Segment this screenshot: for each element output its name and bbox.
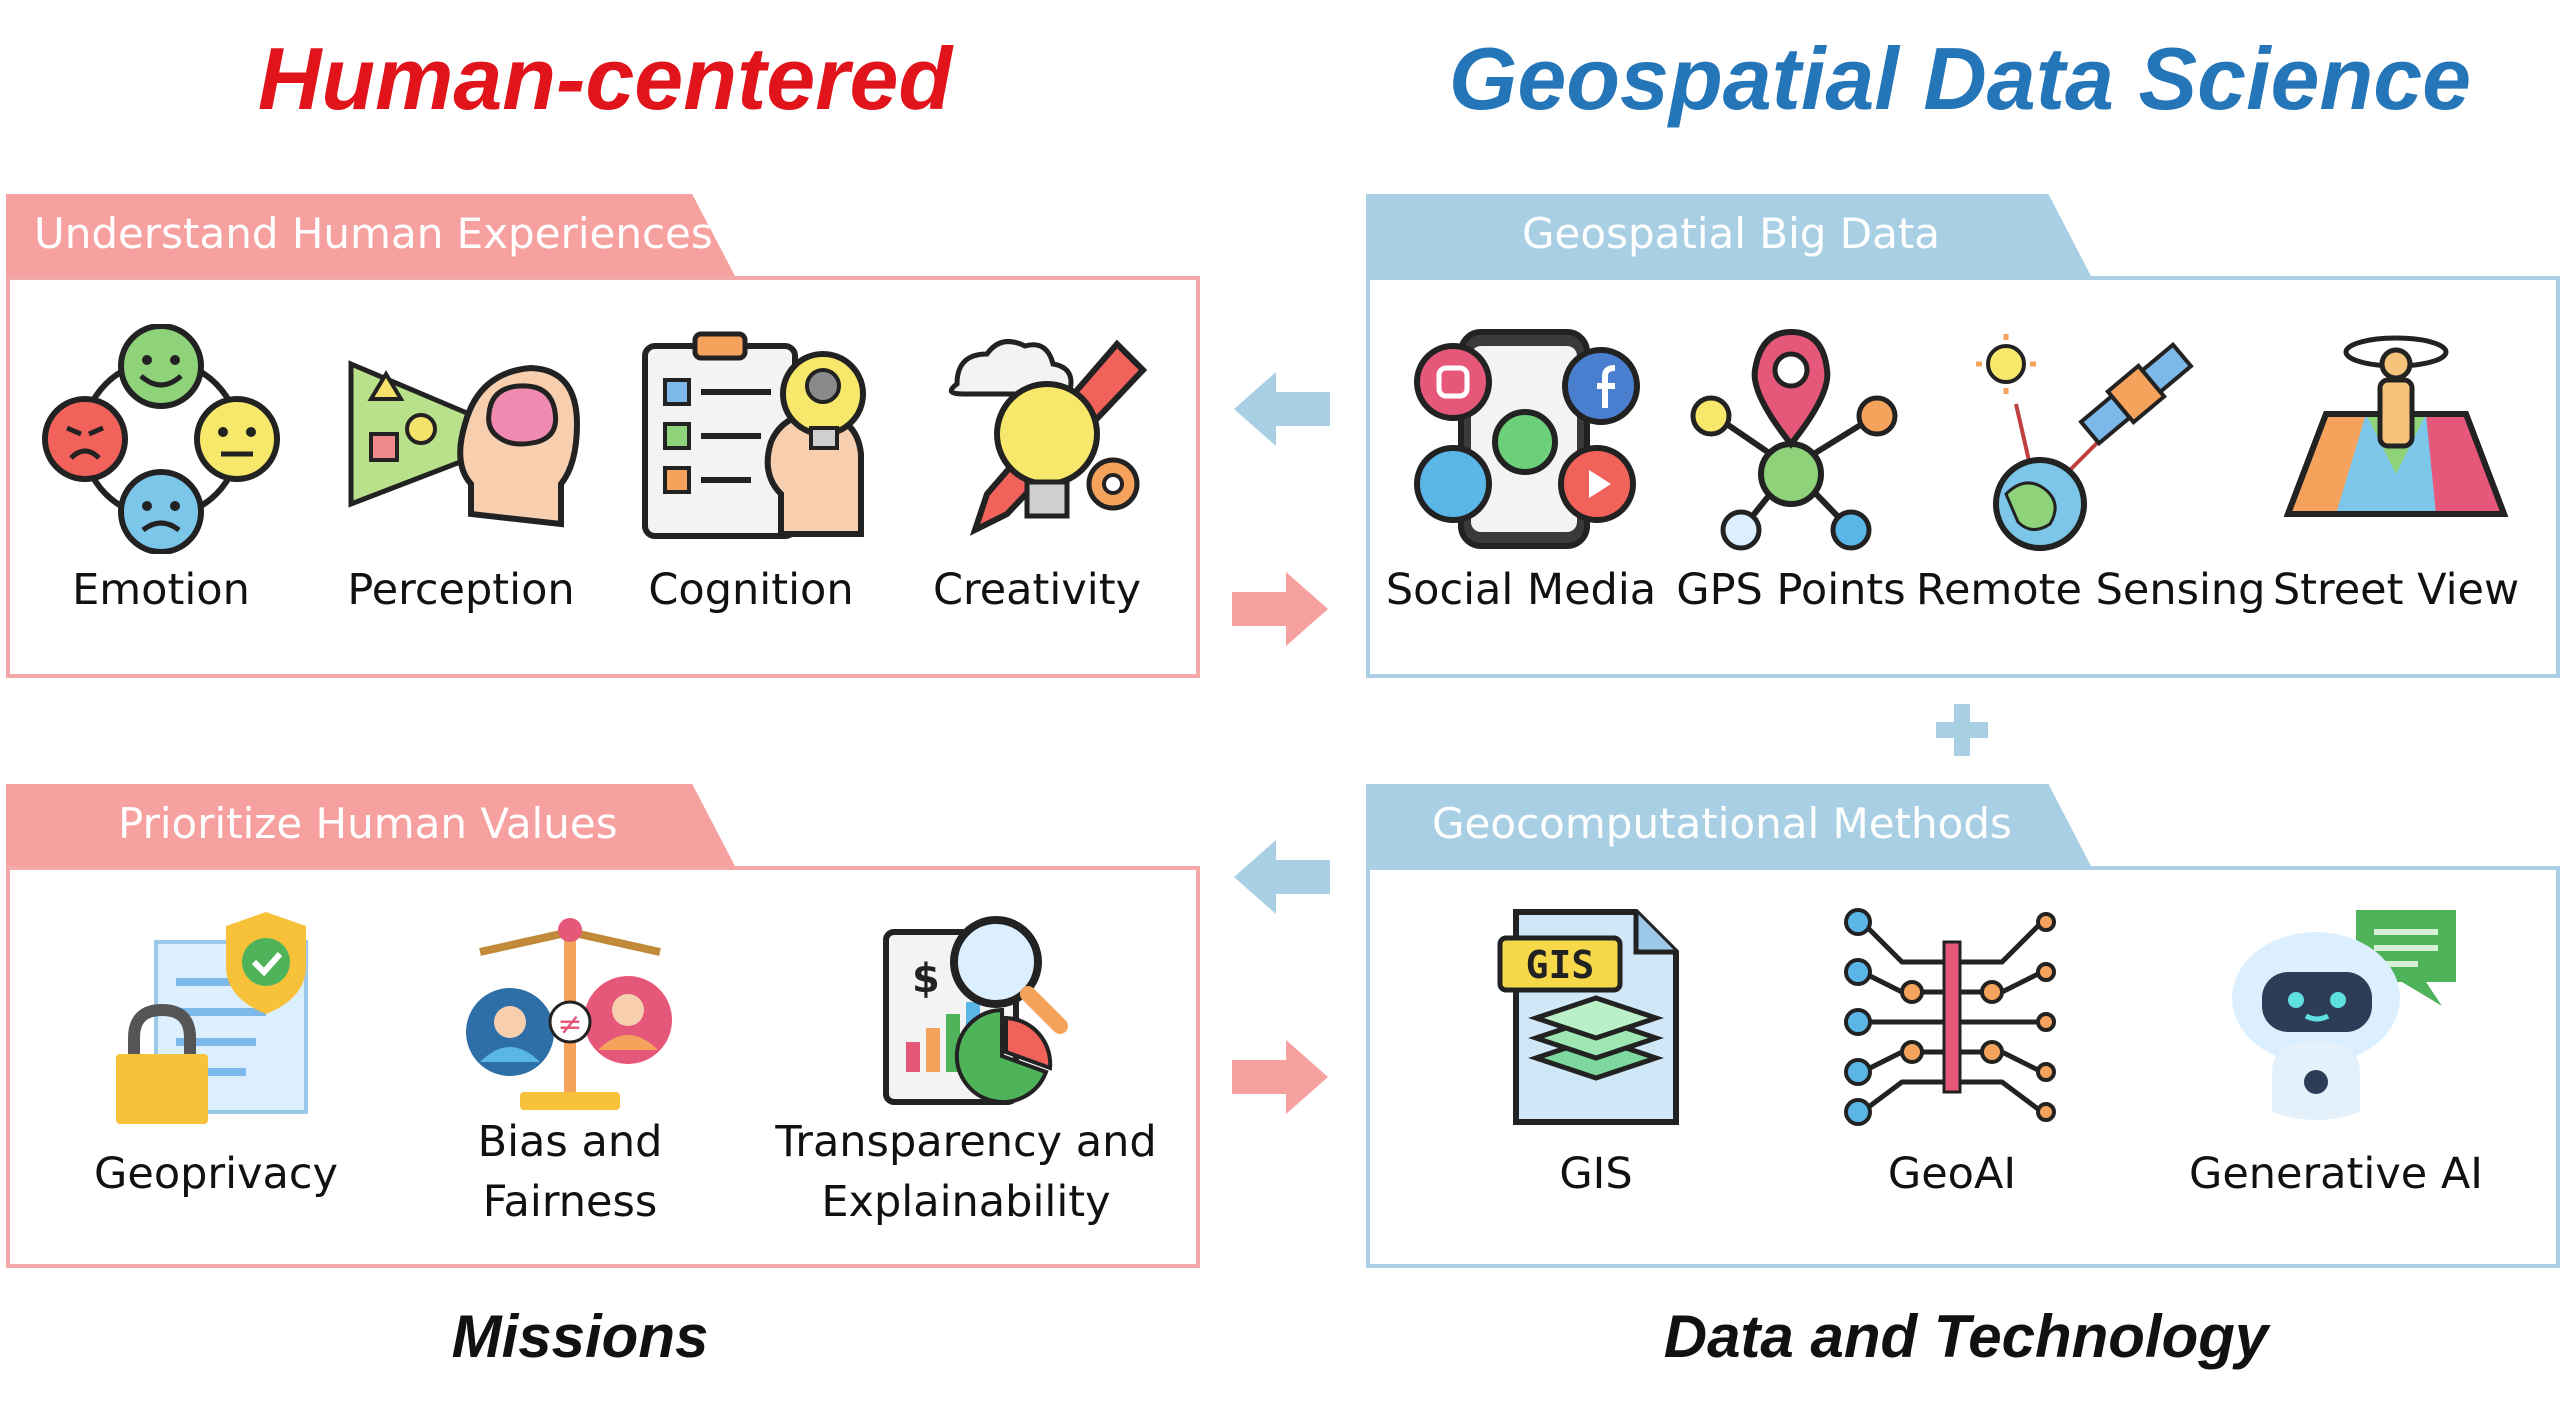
item-creativity: Creativity bbox=[892, 324, 1182, 620]
label-geoprivacy: Geoprivacy bbox=[94, 1149, 338, 1199]
tab-geocomputational-methods: Geocomputational Methods bbox=[1366, 784, 2092, 868]
gps-pin-icon bbox=[1690, 328, 1898, 551]
arrow-right-pink-bottom bbox=[1232, 1040, 1328, 1114]
item-geoai: GeoAI bbox=[1802, 902, 2102, 1204]
street-view-map-icon bbox=[2283, 335, 2509, 517]
tab-understand-human-experiences: Understand Human Experiences bbox=[6, 194, 736, 278]
label-bias-and: Bias and bbox=[477, 1117, 663, 1167]
arrow-left-blue-top bbox=[1234, 372, 1330, 446]
svg-text:$: $ bbox=[912, 956, 940, 1002]
label-cognition: Cognition bbox=[648, 565, 854, 615]
tab-geospatial-big-data: Geospatial Big Data bbox=[1366, 194, 2092, 278]
privacy-lock-shield-icon bbox=[116, 912, 308, 1124]
label-generative-ai: Generative AI bbox=[2189, 1149, 2483, 1199]
label-emotion: Emotion bbox=[72, 565, 250, 615]
label-perception: Perception bbox=[347, 565, 575, 615]
chat-robot-icon bbox=[2232, 910, 2456, 1120]
item-emotion: Emotion bbox=[26, 324, 296, 620]
item-street-view: Street View bbox=[2246, 324, 2546, 620]
svg-text:≠: ≠ bbox=[557, 1007, 582, 1042]
panel-human-experiences: Understand Human Experiences Emotion bbox=[6, 194, 1200, 678]
title-human-centered: Human-centered bbox=[257, 29, 953, 128]
gis-badge: GIS bbox=[1526, 943, 1595, 987]
item-perception: Perception bbox=[316, 324, 606, 620]
label-creativity: Creativity bbox=[932, 565, 1142, 615]
balance-scale-icon: ≠ bbox=[466, 918, 672, 1110]
plus-icon bbox=[1936, 704, 1988, 756]
emotion-faces-icon bbox=[42, 324, 280, 554]
satellite-earth-icon bbox=[1976, 334, 2194, 551]
label-gps-points: GPS Points bbox=[1676, 565, 1906, 615]
label-gis: GIS bbox=[1559, 1149, 1633, 1199]
tab-prioritize-human-values: Prioritize Human Values bbox=[6, 784, 736, 868]
magnifier-report-icon: $ bbox=[883, 916, 1068, 1105]
perception-head-icon bbox=[348, 360, 581, 528]
item-generative-ai: Generative AI bbox=[2146, 902, 2526, 1204]
caption-missions: Missions bbox=[451, 1303, 709, 1370]
item-geoprivacy: Geoprivacy bbox=[66, 902, 366, 1204]
label-social-media: Social Media bbox=[1385, 565, 1657, 615]
arrow-right-pink-top bbox=[1232, 572, 1328, 646]
gis-layers-file-icon: GIS bbox=[1497, 909, 1679, 1125]
caption-data-and-technology: Data and Technology bbox=[1663, 1303, 2269, 1370]
title-geospatial-data-science: Geospatial Data Science bbox=[1448, 29, 2472, 128]
item-gps-points: GPS Points bbox=[1646, 324, 1936, 620]
label-explainability: Explainability bbox=[821, 1177, 1111, 1227]
label-fairness: Fairness bbox=[482, 1177, 658, 1227]
cognition-checklist-icon bbox=[642, 331, 866, 539]
item-cognition: Cognition bbox=[606, 324, 896, 620]
social-media-phone-icon bbox=[1414, 329, 1640, 549]
creativity-bulb-icon bbox=[948, 339, 1148, 536]
neural-network-icon bbox=[1844, 908, 2056, 1126]
item-social-media: Social Media bbox=[1376, 324, 1666, 620]
label-geoai: GeoAI bbox=[1887, 1149, 2017, 1199]
panel-geospatial-big-data: Geospatial Big Data Social Media bbox=[1366, 194, 2560, 678]
panel-geocomputational-methods: Geocomputational Methods GIS GIS bbox=[1366, 784, 2560, 1268]
label-transparency-and: Transparency and bbox=[775, 1117, 1157, 1167]
item-gis: GIS GIS bbox=[1446, 902, 1746, 1204]
label-remote-sensing: Remote Sensing bbox=[1916, 565, 2266, 615]
item-bias-fairness: ≠ Bias and Fairness bbox=[420, 902, 720, 1232]
label-street-view: Street View bbox=[2272, 565, 2520, 615]
item-remote-sensing: Remote Sensing bbox=[1916, 324, 2266, 620]
panel-human-values: Prioritize Human Values Geoprivacy bbox=[6, 784, 1200, 1268]
arrow-left-blue-bottom bbox=[1234, 840, 1330, 914]
item-transparency-explainability: $ Transparency and Explainability bbox=[766, 902, 1166, 1232]
